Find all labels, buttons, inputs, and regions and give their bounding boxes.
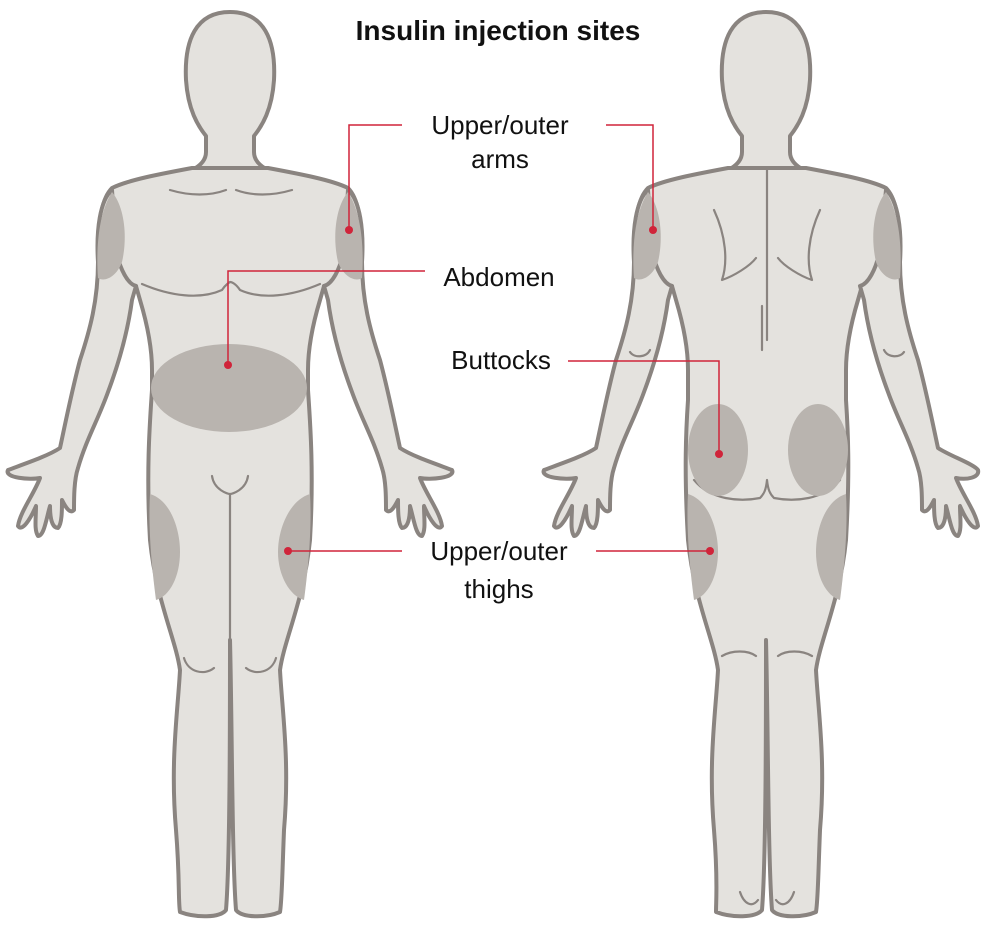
front-body-figure [8,12,453,916]
back-head [722,12,810,170]
buttocks-label: Buttocks [451,345,551,375]
arms-label-line2: arms [471,144,529,174]
arms-dot-back [649,226,657,234]
back-right-buttock-site [788,404,848,496]
abdomen-label: Abdomen [443,262,554,292]
thighs-label-line1: Upper/outer [430,536,568,566]
front-head [186,12,274,170]
thighs-dot-front [284,547,292,555]
back-body-figure [544,12,979,916]
thighs-dot-back [706,547,714,555]
abdomen-dot [224,361,232,369]
arms-label-line1: Upper/outer [431,110,569,140]
buttocks-dot [715,450,723,458]
arms-dot-front [345,226,353,234]
diagram-title: Insulin injection sites [356,15,641,46]
back-left-buttock-site [688,404,748,496]
thighs-label-line2: thighs [464,574,533,604]
front-abdomen-site [151,344,307,432]
